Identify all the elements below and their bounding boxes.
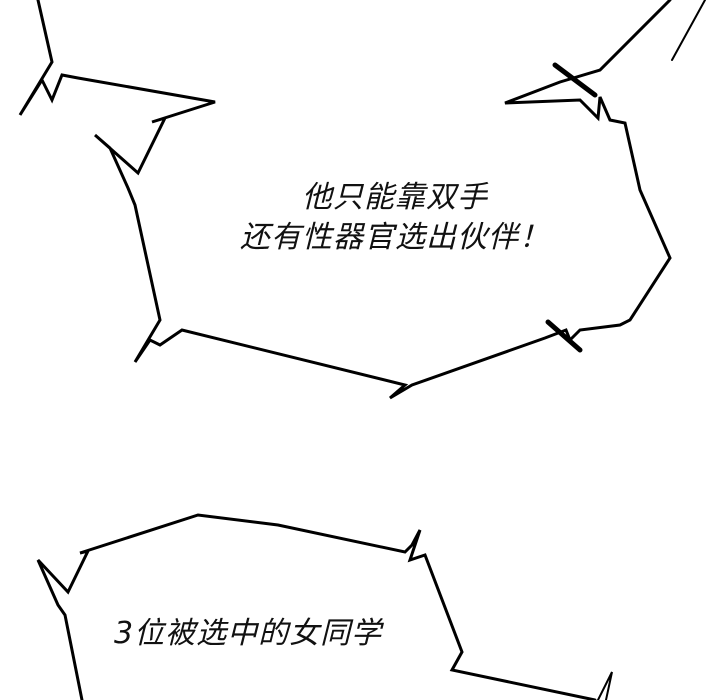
bottom-bubble-text: 3位被选中的女同学 (114, 616, 383, 651)
bottom-speech-bubble-outline (36, 513, 613, 700)
top-speech-bubble-outline (18, 0, 706, 400)
top-bubble-line-1: 他只能靠双手 (302, 180, 488, 215)
top-bubble-line-2: 还有性器官选出伙伴！ (240, 220, 550, 255)
top-bubble-text: 他只能靠双手 还有性器官选出伙伴！ (225, 178, 565, 258)
